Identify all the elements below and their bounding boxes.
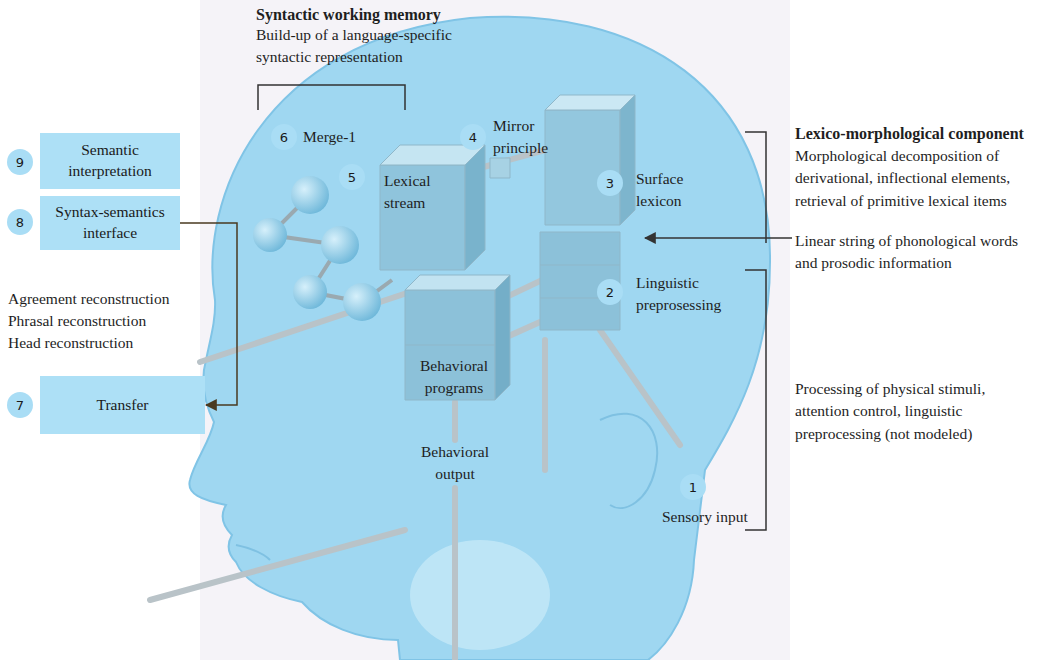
- box-label: Syntax-semantics interface: [50, 202, 170, 244]
- brackets: [258, 85, 792, 530]
- bracket: [258, 85, 405, 110]
- callout-number: 8: [7, 209, 33, 235]
- annotation-text: Lexico-morphological component: [795, 122, 1024, 145]
- callout-number: 9: [7, 149, 33, 175]
- annotation-text: Merge-1: [303, 126, 356, 148]
- rod: [600, 330, 680, 445]
- callout-number: 2: [597, 279, 623, 305]
- neck-highlight: [410, 540, 550, 650]
- callout-number: 1: [680, 474, 706, 500]
- process-box: Transfer: [40, 376, 205, 434]
- process-box: Syntax-semantics interface: [40, 196, 180, 250]
- sphere-link: [270, 195, 392, 302]
- cube-front: [380, 165, 465, 270]
- annotation-text: Linear string of phonological words and …: [795, 230, 1040, 275]
- sphere-links: [270, 195, 392, 302]
- annotation-text: Linguistic preprosessing: [636, 272, 744, 317]
- sphere: [253, 218, 287, 252]
- bracket: [745, 270, 766, 530]
- cube-top: [545, 95, 635, 110]
- rod: [452, 488, 458, 660]
- annotation-text: Phrasal reconstruction: [8, 310, 146, 332]
- annotation-text: Sensory input: [662, 506, 748, 528]
- rod: [150, 530, 405, 600]
- annotation-text: Processing of physical stimuli, attentio…: [795, 378, 1035, 445]
- mouth: [236, 545, 270, 560]
- cube-front: [545, 110, 620, 225]
- annotation-text: Mirror principle: [493, 115, 588, 160]
- cube-top: [405, 275, 510, 290]
- spheres: [253, 176, 381, 321]
- rods: [150, 150, 680, 660]
- annotation-text: Lexical stream: [384, 170, 456, 215]
- callout-number: 6: [271, 124, 297, 150]
- callout-number: 4: [460, 124, 486, 150]
- annotation-text: Surface lexicon: [636, 168, 716, 213]
- callout-number: 5: [339, 164, 365, 190]
- annotation-text: Behavioral programs: [408, 355, 500, 400]
- annotation-text: Syntactic working memory: [256, 3, 441, 26]
- cube-side: [620, 95, 635, 225]
- process-box: Semantic interpretation: [40, 133, 180, 189]
- sphere: [321, 226, 359, 264]
- rod: [452, 402, 458, 440]
- annotation-text: Agreement reconstruction: [8, 288, 169, 310]
- ear: [600, 414, 657, 508]
- box-label: Semantic interpretation: [50, 140, 170, 182]
- sphere: [343, 283, 381, 321]
- small-cube: [490, 158, 510, 178]
- cube-side: [495, 275, 510, 400]
- cubes: [380, 95, 635, 400]
- annotation-text: Morphological decomposition of derivatio…: [795, 145, 1047, 212]
- annotation-text: Head reconstruction: [8, 332, 133, 354]
- sphere: [293, 275, 327, 309]
- cube-seam: [405, 345, 495, 346]
- annotation-text: Behavioral output: [412, 441, 498, 486]
- cube-seam: [540, 265, 620, 266]
- annotation-text: Build-up of a language-specific syntacti…: [256, 24, 491, 69]
- leader-arrow: [645, 237, 792, 239]
- callout-number: 7: [7, 392, 33, 418]
- rod: [542, 340, 548, 470]
- bracket: [745, 132, 766, 243]
- sphere: [291, 176, 329, 214]
- box-label: Transfer: [97, 395, 149, 416]
- cube-side: [465, 145, 485, 270]
- callout-number: 3: [597, 170, 623, 196]
